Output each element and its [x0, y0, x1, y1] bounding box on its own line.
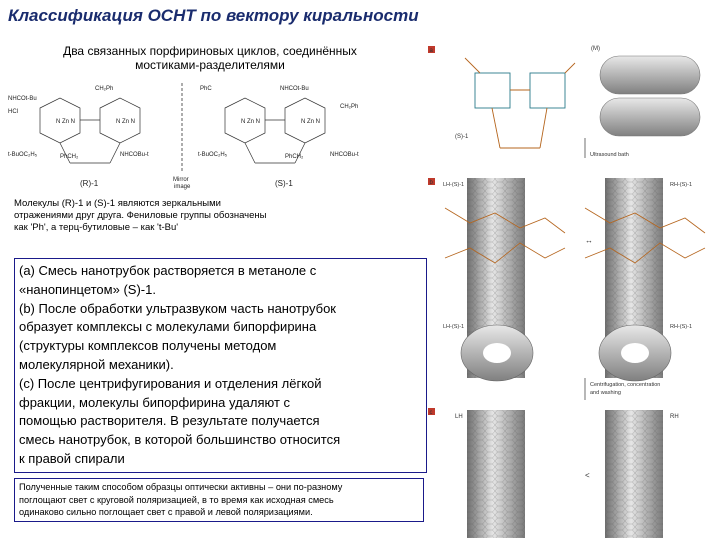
- label-rh-b: RH-(S)-1: [670, 182, 692, 188]
- subtitle: Два связанных порфириновых циклов, соеди…: [10, 44, 410, 72]
- zn-label-2: N Zn N: [116, 119, 135, 125]
- box-line: молекулярной механики).: [19, 356, 174, 372]
- label-centrifuge-1: Centrifugation, concentration: [590, 382, 660, 388]
- right-group-0: PhC: [200, 86, 212, 92]
- tube-c-right: [605, 410, 663, 538]
- zn-label-1: N Zn N: [56, 119, 75, 125]
- box-line: смесь нанотрубок, в которой большинство …: [19, 432, 341, 448]
- label-lh-c: LH: [455, 414, 463, 420]
- left-group-3: PhCH₂: [60, 154, 79, 160]
- box-line: образует комплексы с молекулами бипорфир…: [19, 319, 317, 335]
- box-line: (структуры комплексов получены методом: [19, 338, 277, 354]
- box-line: к правой спирали: [19, 450, 125, 466]
- right-molecule: N Zn N N Zn N: [224, 97, 326, 164]
- zn-label-4: N Zn N: [301, 119, 320, 125]
- mirror-label-1: Mirror: [173, 177, 189, 183]
- foot-line: одинаково сильно поглощает свет с правой…: [19, 507, 313, 517]
- arrow-b: ↔: [585, 236, 593, 245]
- subtitle-line-2: мостиками-разделителями: [135, 58, 285, 72]
- right-group-5: NHCOBu-t: [330, 152, 359, 158]
- box-line: (c) После центрифугирования и отделения …: [19, 375, 322, 391]
- chemical-structures: N Zn N N Zn N NHCOt-Bu CH₂Ph HCl PhCH₂ t…: [8, 83, 359, 190]
- tube-c-left: [467, 410, 525, 538]
- panel-c-marker: c: [430, 410, 433, 416]
- zn-label-3: N Zn N: [241, 119, 260, 125]
- mirror-label-2: image: [174, 184, 191, 190]
- left-molecule: N Zn N N Zn N: [39, 97, 141, 164]
- right-molecule-label: (S)-1: [275, 179, 293, 188]
- note-paragraph: Молекулы (R)-1 и (S)-1 являются зеркальн…: [14, 198, 314, 234]
- box-line: помощью растворителя. В результате получ…: [19, 413, 320, 429]
- label-s1: (S)-1: [455, 134, 469, 140]
- arrow-c: <: [585, 471, 590, 480]
- footnote-box: Полученные таким способом образцы оптиче…: [14, 478, 424, 522]
- note-line-1: Молекулы (R)-1 и (S)-1 являются зеркальн…: [14, 198, 221, 209]
- nanotube-figure: a (M) (S)-1 Ultrasound bath b LH-(S)-1 R…: [428, 46, 706, 538]
- panel-b-marker-box: [428, 178, 435, 185]
- label-rh-c: RH: [670, 414, 679, 420]
- subtitle-line-1: Два связанных порфириновых циклов, соеди…: [63, 44, 357, 58]
- left-group-2: HCl: [8, 109, 18, 115]
- left-group-5: NHCOBu-t: [120, 152, 149, 158]
- label-lh-b: LH-(S)-1: [443, 182, 464, 188]
- right-group-1: NHCOt-Bu: [280, 86, 309, 92]
- label-lh-top: (M): [591, 46, 600, 52]
- panel-a-marker-box: [428, 46, 435, 53]
- foot-line: Полученные таким способом образцы оптиче…: [19, 482, 343, 492]
- left-group-0: NHCOt-Bu: [8, 96, 37, 102]
- panel-b-marker: b: [430, 180, 434, 186]
- right-group-3: PhCH₂: [285, 154, 304, 160]
- label-lh-b2: LH-(S)-1: [443, 324, 464, 330]
- torus-b: [460, 324, 672, 382]
- panel-a-marker: a: [430, 48, 434, 54]
- box-line: «нанопинцетом» (S)-1.: [19, 281, 156, 297]
- note-line-2: отражениями друг друга. Фениловые группы…: [14, 210, 267, 221]
- process-description-box: (а) Смесь нанотрубок растворяется в мета…: [14, 258, 427, 473]
- bound-molecules-b: [444, 207, 706, 264]
- note-line-3: как 'Ph', а терц-бутиловые – как 't-Bu': [14, 222, 179, 233]
- panel-c-marker-box: [428, 408, 435, 415]
- left-group-4: t-BuOC₂H₅: [8, 152, 38, 158]
- right-group-2: CH₂Ph: [340, 104, 358, 110]
- foot-line: поглощают свет с круговой поляризацией, …: [19, 494, 334, 505]
- left-group-1: CH₂Ph: [95, 86, 113, 92]
- page-title: Классификация ОСНТ по вектору киральност…: [8, 6, 419, 25]
- left-molecule-label: (R)-1: [80, 179, 99, 188]
- box-line: фракции, молекулы бипорфирина удаляют с: [19, 394, 291, 410]
- tube-rolls-a: [599, 55, 701, 137]
- label-ultrasound: Ultrasound bath: [590, 152, 629, 158]
- right-group-4: t-BuOC₂H₅: [198, 152, 228, 158]
- box-line: (b) После обработки ультразвуком часть н…: [19, 300, 336, 316]
- box-line: (а) Смесь нанотрубок растворяется в мета…: [19, 263, 317, 278]
- molecule-a: [464, 57, 576, 149]
- label-centrifuge-2: and washing: [590, 390, 621, 396]
- label-rh-b2: RH-(S)-1: [670, 324, 692, 330]
